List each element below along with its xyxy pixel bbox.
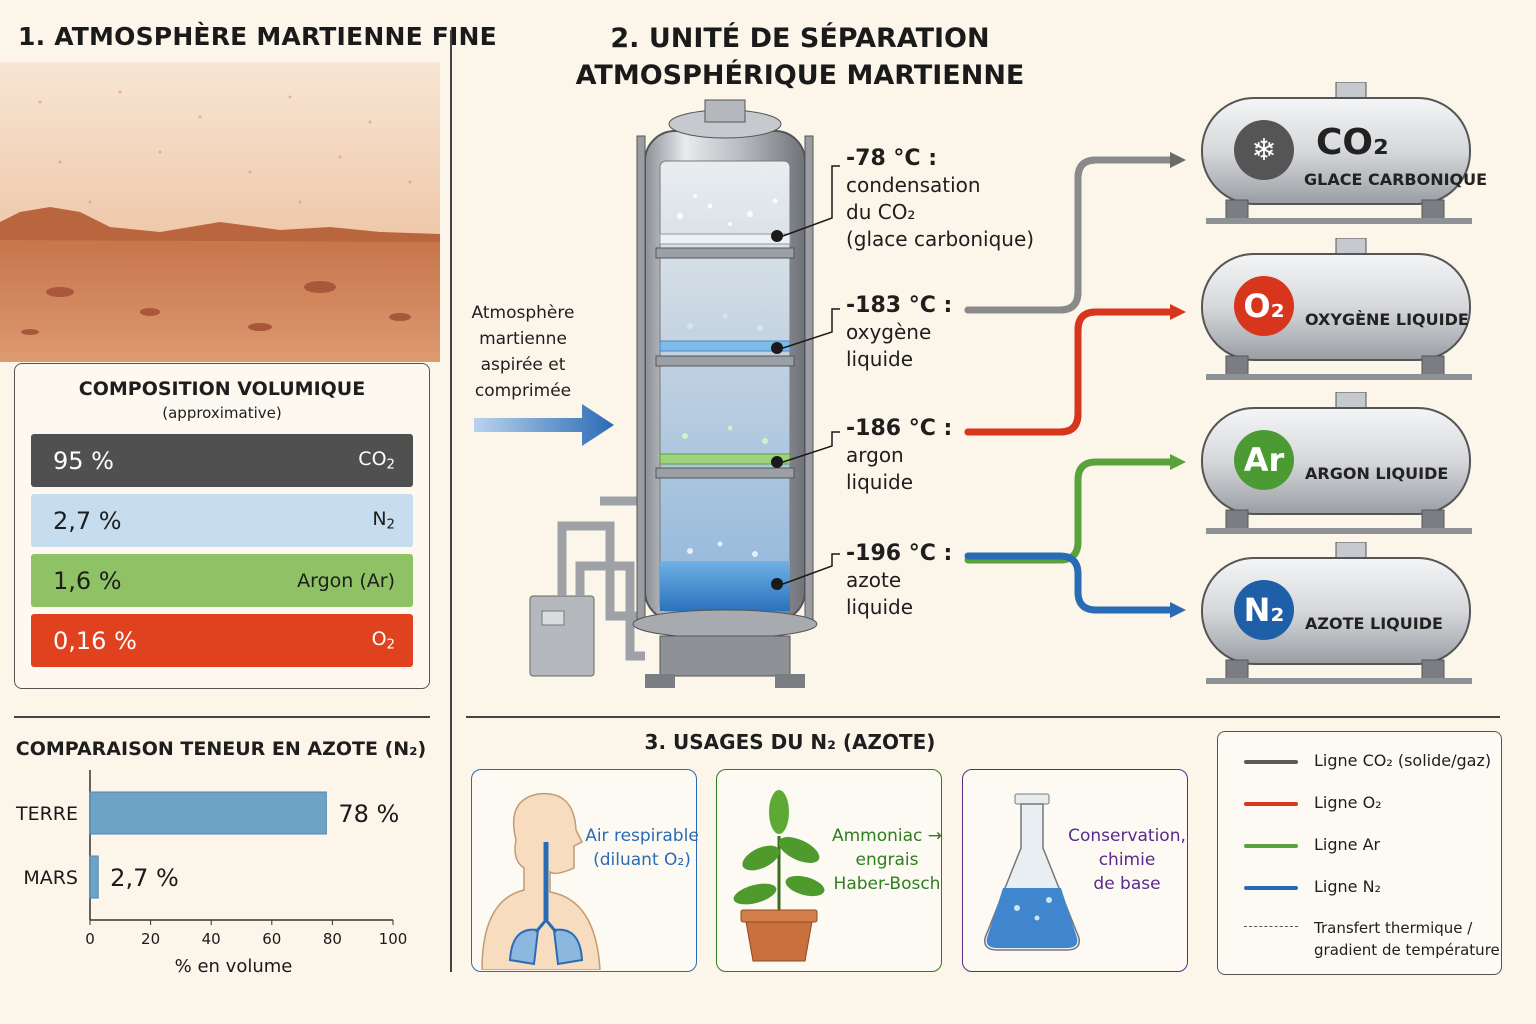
x-tick-label: 0 [85, 930, 95, 948]
category-label: TERRE [15, 803, 78, 825]
legend-label: Ligne CO₂ (solide/gaz) [1314, 751, 1492, 770]
usage-card-line: Air respirable [585, 826, 699, 846]
output-pipes-detail [964, 152, 1186, 618]
tank-formula: CO₂ [1316, 122, 1389, 163]
legend-label: Ligne Ar [1314, 835, 1381, 854]
lungs-icon [481, 792, 601, 970]
stage-temperature: -186 °C : [846, 416, 953, 441]
bar-mars [89, 855, 99, 899]
stage-label: -196 °C :azote liquide [846, 540, 952, 621]
usage-card-conservation: Conservation, chimie de base [962, 769, 1188, 972]
tank-label: GLACE CARBONIQUE [1304, 170, 1488, 189]
x-tick-label: 20 [141, 930, 160, 948]
x-axis-label: % en volume [175, 956, 293, 977]
x-tick-label: 100 [379, 930, 408, 948]
stage-text: argon [846, 443, 904, 467]
value-label: 2,7 % [110, 864, 179, 892]
composition-row: 1,6 % Argon (Ar) [31, 554, 413, 607]
x-tick-label: 80 [323, 930, 342, 948]
usage-card-line: de base [1093, 874, 1161, 894]
legend-dashed-line [1244, 926, 1298, 927]
composition-gas: O2 [371, 628, 395, 653]
tank-label: ARGON LIQUIDE [1305, 464, 1449, 483]
n2-chart-title: COMPARAISON TENEUR EN AZOTE (N₂) [15, 738, 427, 760]
stage-text: oxygène [846, 320, 932, 344]
legend-dashed-label: gradient de température [1314, 941, 1500, 959]
section1-title: 1. ATMOSPHÈRE MARTIENNE FINE [18, 22, 497, 51]
usage-card-line: (diluant O₂) [593, 850, 691, 870]
stage-text: (glace carbonique) [846, 227, 1035, 251]
composition-row: 95 % CO2 [31, 434, 413, 487]
section-divider [450, 30, 452, 972]
usage-card-line: chimie [1098, 850, 1156, 870]
section3-title: 3. USAGES DU N₂ (AZOTE) [644, 730, 936, 754]
stage-text: du CO₂ [846, 200, 916, 224]
stage-label: -183 °C :oxygène liquide [846, 292, 952, 373]
usage-card-fertilizer: Ammoniac → engrais Haber-Bosch [716, 769, 942, 972]
composition-gas: CO2 [358, 448, 395, 473]
stage-label: -78 °C :condensation du CO₂ (glace carboni… [846, 145, 1034, 253]
legend-line [1244, 802, 1298, 806]
usage-card-line: Ammoniac → [831, 826, 943, 846]
stage-temperature: -78 °C : [846, 146, 938, 171]
legend-line [1244, 760, 1298, 764]
composition-subtitle: (approximative) [162, 404, 282, 422]
inlet-label: Atmosphère martienne aspirée et comprimé… [471, 303, 575, 401]
tank-badge: ❄ [1234, 120, 1294, 180]
stage-label: -186 °C :argon liquide [846, 415, 952, 496]
plant-icon [733, 790, 825, 962]
usage-card-line: Haber-Bosch [833, 874, 941, 894]
tank-badge: Ar [1234, 430, 1294, 490]
section2-title-line2: ATMOSPHÉRIQUE MARTIENNE [575, 60, 1025, 91]
divider [466, 716, 1500, 718]
composition-gas: N2 [372, 508, 395, 533]
inlet-arrow-icon [474, 404, 614, 446]
stage-text: liquide [846, 470, 914, 494]
section2-title-line1: 2. UNITÉ DE SÉPARATION [610, 23, 990, 54]
tank-badge: O₂ [1234, 276, 1294, 336]
section2-title: 2. UNITÉ DE SÉPARATION ATMOSPHÉRIQUE MAR… [560, 20, 1040, 94]
usage-card-line: Conservation, [1068, 826, 1186, 846]
separation-column-illustration [529, 99, 840, 688]
usage-card-line: engrais [855, 850, 919, 870]
composition-row: 0,16 % O2 [31, 614, 413, 667]
legend-line [1244, 844, 1298, 848]
composition-value: 2,7 % [53, 506, 122, 535]
composition-gas: Argon (Ar) [297, 569, 395, 592]
stage-text: condensation [846, 173, 981, 197]
tank-label: OXYGÈNE LIQUIDE [1305, 310, 1469, 329]
legend-label: Ligne N₂ [1314, 877, 1381, 896]
n2-comparison-chart: TERRE 78 % MARS 2,7 % 0 20 40 60 80 100 % en volum… [15, 770, 408, 977]
usage-card-breathing: Air respirable (diluant O₂) [471, 769, 699, 972]
mars-landscape-illustration [0, 62, 440, 362]
value-label: 78 % [338, 800, 399, 828]
composition-panel: COMPOSITION VOLUMIQUE (approximative) 95… [14, 363, 430, 689]
stage-text: liquide [846, 595, 914, 619]
tank-badge: N₂ [1234, 580, 1294, 640]
flask-icon [984, 793, 1080, 951]
legend-label: Ligne O₂ [1314, 793, 1382, 812]
x-tick-label: 60 [262, 930, 281, 948]
composition-value: 1,6 % [53, 566, 122, 595]
bar-terre [89, 791, 327, 835]
composition-row: 2,7 % N2 [31, 494, 413, 547]
tank-label: AZOTE LIQUIDE [1305, 614, 1443, 633]
composition-title: COMPOSITION VOLUMIQUE [78, 378, 366, 400]
divider [14, 716, 430, 718]
stage-temperature: -183 °C : [846, 293, 953, 318]
legend-dashed-label: Transfert thermique / [1314, 919, 1473, 937]
stage-text: liquide [846, 347, 914, 371]
category-label: MARS [23, 867, 78, 889]
stage-temperature: -196 °C : [846, 541, 953, 566]
composition-value: 95 % [53, 446, 114, 475]
legend-line [1244, 886, 1298, 890]
stage-text: azote [846, 568, 902, 592]
legend-panel: Ligne CO₂ (solide/gaz) Ligne O₂ Ligne Ar Li… [1217, 731, 1502, 975]
composition-value: 0,16 % [53, 626, 137, 655]
x-tick-label: 40 [202, 930, 221, 948]
